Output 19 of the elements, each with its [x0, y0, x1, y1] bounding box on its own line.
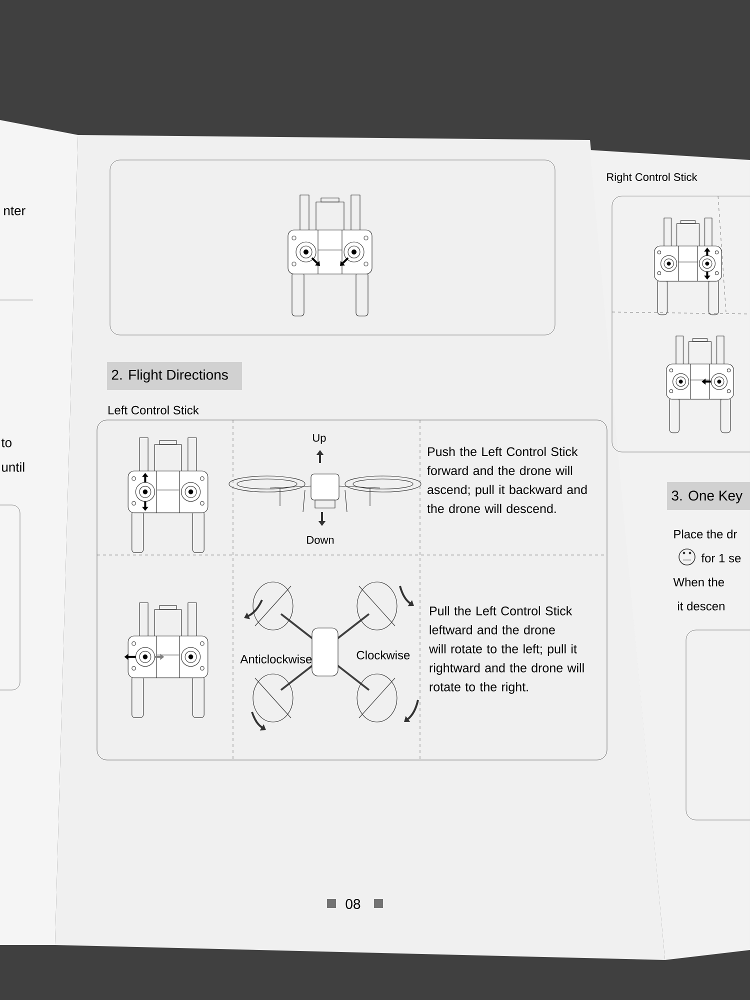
panel-heading: Left Control Stick — [108, 406, 199, 414]
section-heading: 3. One Key — [672, 490, 743, 504]
instruction-panel — [96, 420, 608, 760]
panel-heading: Right Control Stick — [607, 172, 698, 184]
body-text: until — [2, 462, 24, 472]
direction-label: Down — [307, 536, 334, 544]
page-number: 08 — [346, 899, 360, 909]
instruction-text: Pull the Left Control Stick leftward and the drone will rotate to the left; pull it rightward and the drone will rotate to the right. — [429, 606, 584, 694]
direction-label: Anticlockwise — [240, 654, 312, 664]
body-text: nter — [4, 206, 26, 216]
body-text: for 1 se — [701, 554, 741, 562]
body-text: Place the dr — [674, 530, 738, 538]
direction-label: Clockwise — [356, 650, 410, 660]
direction-label: Up — [313, 434, 326, 444]
body-text: When the — [673, 578, 724, 586]
instruction-text: Push the Left Control Stick forward and the drone will ascend; pull it backward and the drone will descend. — [427, 446, 587, 514]
body-text: it descen — [678, 602, 724, 610]
section-heading: 2. Flight Directions — [112, 369, 228, 383]
body-text: to — [1, 438, 12, 448]
